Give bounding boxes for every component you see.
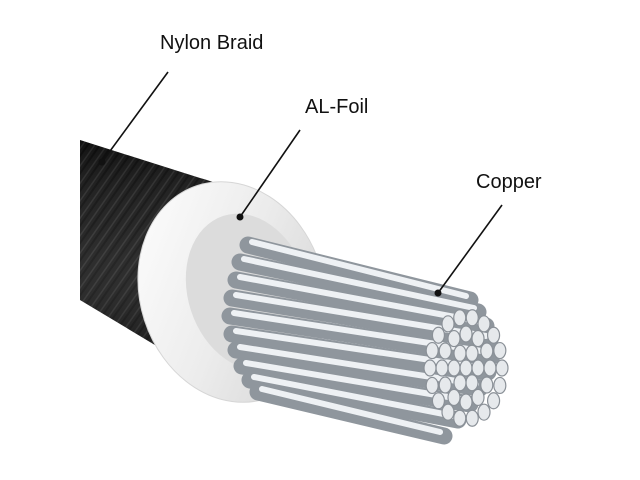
conductor-strand-highlight [237,274,485,325]
conductor-strand-highlight [249,239,469,299]
strand-end-face [447,359,461,377]
strand-end-face [459,359,473,377]
leader-line-copper [437,204,503,294]
conductor-strand [239,236,479,309]
conductor-strand-highlight [259,386,443,435]
strand-end-face [480,376,494,394]
label-copper: Copper [476,171,542,193]
strand-end-face [438,376,452,394]
conductor-strand [241,371,467,429]
strand-end-face [486,392,501,410]
conductor-strand [249,383,453,445]
strand-end-face [465,344,479,362]
strand-end-face [471,388,485,407]
strand-end-face [441,403,455,421]
strand-end-face [431,392,446,410]
strand-end-face [453,374,467,392]
leader-dot-nylon-braid [98,158,106,166]
leader-dot-copper [434,289,442,297]
strand-end-face [447,388,461,407]
strand-end-face [471,329,485,348]
strand-end-face [425,376,439,395]
strand-end-face [493,341,507,360]
strand-end-face [453,344,467,362]
conductor-strand-highlight [243,360,469,403]
strand-end-face [465,309,479,327]
conductor-strand [223,289,499,349]
strand-end-face [477,403,491,421]
conductor-strand [231,253,487,321]
strand-end-face [441,315,455,333]
strand-end-face [453,409,467,427]
strand-end-faces [423,309,509,427]
strand-end-face [447,329,461,348]
leader-lines [98,71,503,297]
conductor-strand-highlight [251,374,457,419]
conductor-strand-highlight [237,344,479,387]
strand-end-face [438,342,452,360]
strand-end-face [453,309,467,327]
strand-end-face [493,376,507,395]
conductor-strand [233,357,479,413]
strand-end-face [425,341,439,360]
leader-line-al-foil [239,129,301,218]
strand-end-face [495,359,509,377]
strand-end-face [459,325,473,343]
leader-line-nylon-braid [101,71,169,163]
strand-end-face [423,359,437,377]
strand-end-face [471,359,485,377]
label-al-foil: AL-Foil [305,96,369,118]
strand-end-face [480,342,494,360]
strand-end-face [477,315,491,333]
strand-end-face [435,359,449,377]
strand-end-face [431,326,446,344]
strand-end-face [483,359,497,377]
label-nylon-braid: Nylon Braid [160,32,264,54]
strand-end-face [465,409,479,427]
conductor-strand-highlight [241,256,477,311]
strand-end-face [465,374,479,392]
leader-dot-al-foil [236,213,244,221]
strand-end-face [459,393,473,411]
strand-end-face [486,326,501,344]
